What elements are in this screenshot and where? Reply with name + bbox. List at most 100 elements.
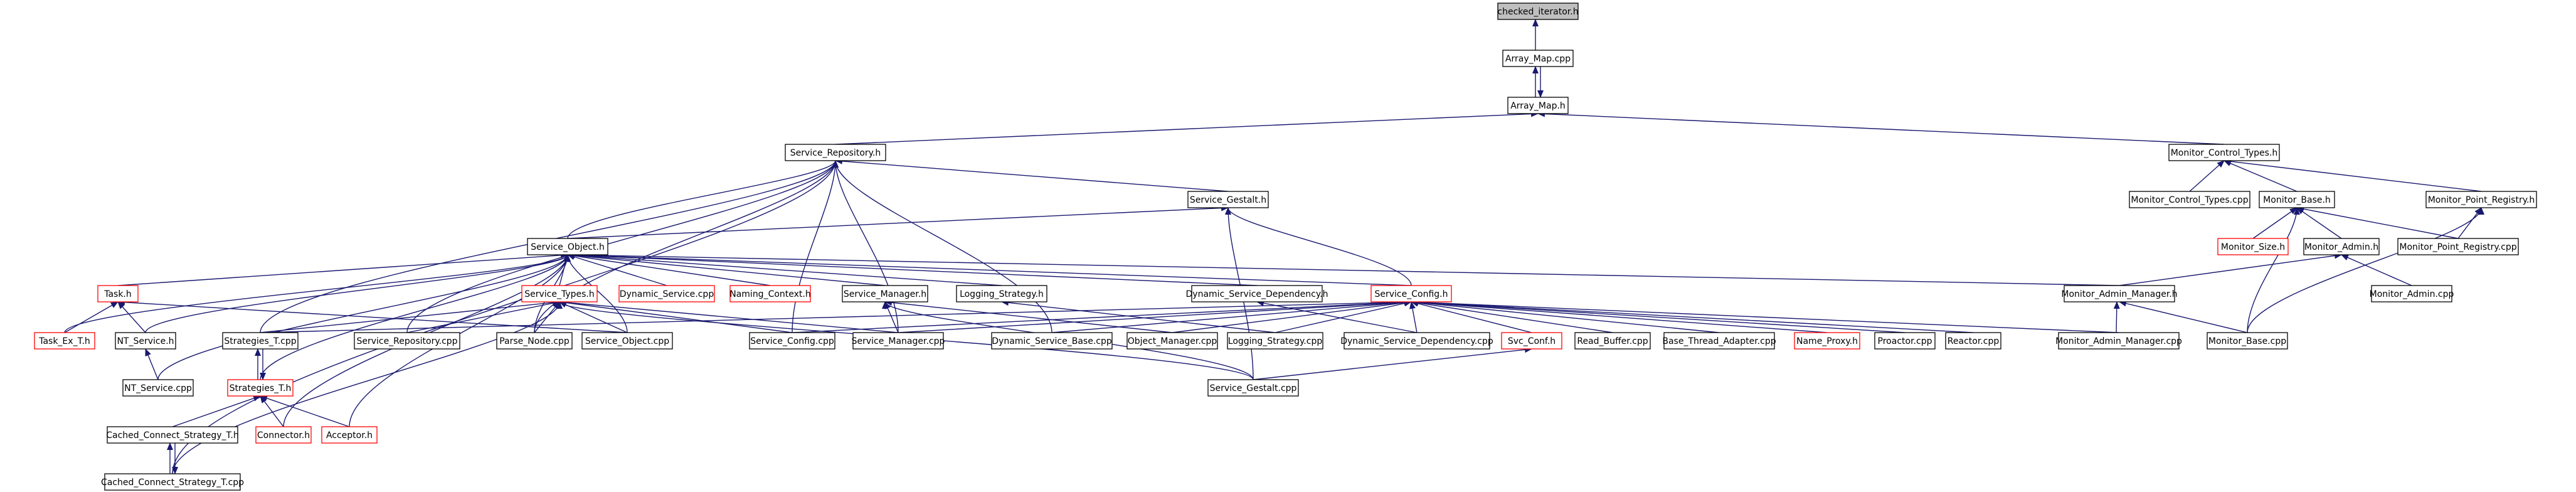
node-dynamic-service-base-cpp[interactable]: Dynamic_Service_Base.cpp — [991, 332, 1113, 350]
node-name-proxy-h[interactable]: Name_Proxy.h — [1794, 332, 1860, 350]
node-service-config-h[interactable]: Service_Config.h — [1370, 285, 1452, 302]
node-reactor-cpp[interactable]: Reactor.cpp — [1945, 332, 2001, 350]
node-label: checked_iterator.h — [1497, 7, 1578, 17]
node-strategies-t-h[interactable]: Strategies_T.h — [227, 379, 294, 397]
node-service-config-cpp[interactable]: Service_Config.cpp — [749, 332, 835, 350]
node-cached-connect-strategy-t-h[interactable]: Cached_Connect_Strategy_T.h — [106, 426, 239, 444]
node-service-repository-cpp[interactable]: Service_Repository.cpp — [354, 332, 460, 350]
node-service-manager-cpp[interactable]: Service_Manager.cpp — [852, 332, 945, 350]
node-label: Strategies_T.cpp — [224, 336, 296, 346]
node-label: Parse_Node.cpp — [499, 336, 570, 346]
node-monitor-admin-cpp[interactable]: Monitor_Admin.cpp — [2370, 285, 2454, 302]
edge-strategies_t_cpp-to-service_config_h — [260, 299, 1412, 333]
node-label: Service_Repository.cpp — [356, 336, 457, 346]
node-checked-iterator-h: checked_iterator.h — [1497, 3, 1579, 20]
node-box — [1945, 332, 2001, 350]
node-monitor-base-cpp[interactable]: Monitor_Base.cpp — [2207, 332, 2288, 350]
node-box — [521, 285, 598, 302]
node-service-types-h[interactable]: Service_Types.h — [521, 285, 598, 302]
node-svc-conf-h[interactable]: Svc_Conf.h — [1501, 332, 1562, 350]
node-service-manager-h[interactable]: Service_Manager.h — [842, 285, 928, 302]
node-monitor-control-types-cpp[interactable]: Monitor_Control_Types.cpp — [2129, 191, 2250, 208]
node-array-map-cpp[interactable]: Array_Map.cpp — [1502, 50, 1574, 67]
node-monitor-point-registry-cpp[interactable]: Monitor_Point_Registry.cpp — [2397, 238, 2519, 255]
node-nt-service-h[interactable]: NT_Service.h — [115, 332, 176, 350]
node-box — [1874, 332, 1936, 350]
node-box — [1574, 332, 1651, 350]
node-label: Proactor.cpp — [1878, 336, 1932, 346]
node-logging-strategy-cpp[interactable]: Logging_Strategy.cpp — [1227, 332, 1323, 350]
node-box — [2397, 238, 2519, 255]
node-box — [785, 144, 886, 161]
node-box — [2207, 332, 2288, 350]
node-label: Svc_Conf.h — [1508, 336, 1556, 346]
node-service-object-h[interactable]: Service_Object.h — [527, 238, 608, 255]
node-monitor-control-types-h[interactable]: Monitor_Control_Types.h — [2168, 144, 2280, 161]
node-monitor-base-h[interactable]: Monitor_Base.h — [2259, 191, 2335, 208]
node-task-h[interactable]: Task.h — [97, 285, 139, 302]
node-label: NT_Service.cpp — [124, 383, 192, 393]
node-service-object-cpp[interactable]: Service_Object.cpp — [581, 332, 673, 350]
node-nt-service-cpp[interactable]: NT_Service.cpp — [122, 379, 194, 397]
node-label: Read_Buffer.cpp — [1577, 336, 1648, 346]
node-label: Dynamic_Service_Base.cpp — [992, 336, 1112, 346]
node-object-manager-cpp[interactable]: Object_Manager.cpp — [1126, 332, 1218, 350]
node-monitor-admin-h[interactable]: Monitor_Admin.h — [2303, 238, 2380, 255]
node-monitor-admin-manager-cpp[interactable]: Monitor_Admin_Manager.cpp — [2055, 332, 2182, 350]
edge-task_ex_t_h-to-task_h — [64, 301, 119, 333]
edge-dynamic_service_dependency_h-to-service_object_h — [567, 252, 1258, 286]
node-monitor-size-h[interactable]: Monitor_Size.h — [2217, 238, 2289, 255]
edge-cached_connect_strategy_t_cpp-to-service_repository_h — [172, 160, 839, 474]
node-label: Service_Manager.h — [844, 289, 926, 299]
node-naming-context-h[interactable]: Naming_Context.h — [729, 285, 811, 302]
node-connector-h[interactable]: Connector.h — [255, 426, 312, 444]
node-service-repository-h[interactable]: Service_Repository.h — [785, 144, 886, 161]
node-box — [122, 379, 194, 397]
node-label: Service_Manager.cpp — [852, 336, 945, 346]
node-strategies-t-cpp[interactable]: Strategies_T.cpp — [222, 332, 299, 350]
node-monitor-point-registry-h[interactable]: Monitor_Point_Registry.h — [2425, 191, 2537, 208]
node-monitor-admin-manager-h[interactable]: Monitor_Admin_Manager.h — [2061, 285, 2178, 302]
node-label: Service_Object.h — [531, 242, 605, 252]
node-box — [842, 285, 928, 302]
edge-nt_service_h-to-service_object_h — [145, 254, 571, 333]
node-label: Connector.h — [257, 430, 310, 441]
node-dynamic-service-dependency-cpp[interactable]: Dynamic_Service_Dependency.cpp — [1340, 332, 1493, 350]
node-acceptor-h[interactable]: Acceptor.h — [321, 426, 378, 444]
node-box — [2129, 191, 2250, 208]
edge-logging_strategy_cpp-to-logging_strategy_h — [1001, 299, 1276, 333]
node-dynamic-service-dependency-h[interactable]: Dynamic_Service_Dependency.h — [1186, 285, 1328, 302]
edge-nt_service_cpp-to-nt_service_h — [145, 348, 159, 380]
edge-service_repository_cpp-to-service_repository_h — [406, 160, 839, 333]
node-dynamic-service-cpp[interactable]: Dynamic_Service.cpp — [618, 285, 715, 302]
node-box — [496, 332, 573, 350]
node-box — [2064, 285, 2175, 302]
node-base-thread-adapter-cpp[interactable]: Base_Thread_Adapter.cpp — [1662, 332, 1776, 350]
node-array-map-h[interactable]: Array_Map.h — [1507, 97, 1569, 114]
node-read-buffer-cpp[interactable]: Read_Buffer.cpp — [1574, 332, 1651, 350]
node-service-gestalt-h[interactable]: Service_Gestalt.h — [1187, 191, 1269, 208]
node-logging-strategy-h[interactable]: Logging_Strategy.h — [956, 285, 1047, 302]
node-box — [852, 332, 944, 350]
node-box — [2259, 191, 2335, 208]
node-box — [255, 426, 312, 444]
node-box — [2168, 144, 2280, 161]
node-label: Monitor_Point_Registry.h — [2428, 195, 2535, 205]
node-task-ex-t-h[interactable]: Task_Ex_T.h — [34, 332, 95, 350]
node-label: Dynamic_Service_Dependency.h — [1186, 289, 1328, 299]
node-label: Object_Manager.cpp — [1128, 336, 1217, 346]
node-parse-node-cpp[interactable]: Parse_Node.cpp — [496, 332, 573, 350]
node-cached-connect-strategy-t-cpp[interactable]: Cached_Connect_Strategy_T.cpp — [101, 473, 244, 491]
edge-monitor_admin_manager_h-to-monitor_admin_h — [2119, 252, 2342, 286]
node-label: Monitor_Admin.cpp — [2370, 289, 2454, 299]
edge-monitor_point_registry_cpp-to-monitor_point_registry_h — [2457, 207, 2482, 239]
node-box — [222, 332, 299, 350]
dependency-edges — [64, 19, 2484, 474]
node-proactor-cpp[interactable]: Proactor.cpp — [1874, 332, 1936, 350]
edge-monitor_point_registry_cpp-to-monitor_base_h — [2296, 206, 2459, 239]
node-label: Logging_Strategy.h — [960, 289, 1044, 299]
edge-dynamic_service_cpp-to-service_object_h — [567, 254, 667, 286]
edge-dynamic_service_base_cpp-to-service_config_h — [1051, 299, 1412, 333]
node-service-gestalt-cpp[interactable]: Service_Gestalt.cpp — [1207, 379, 1299, 397]
